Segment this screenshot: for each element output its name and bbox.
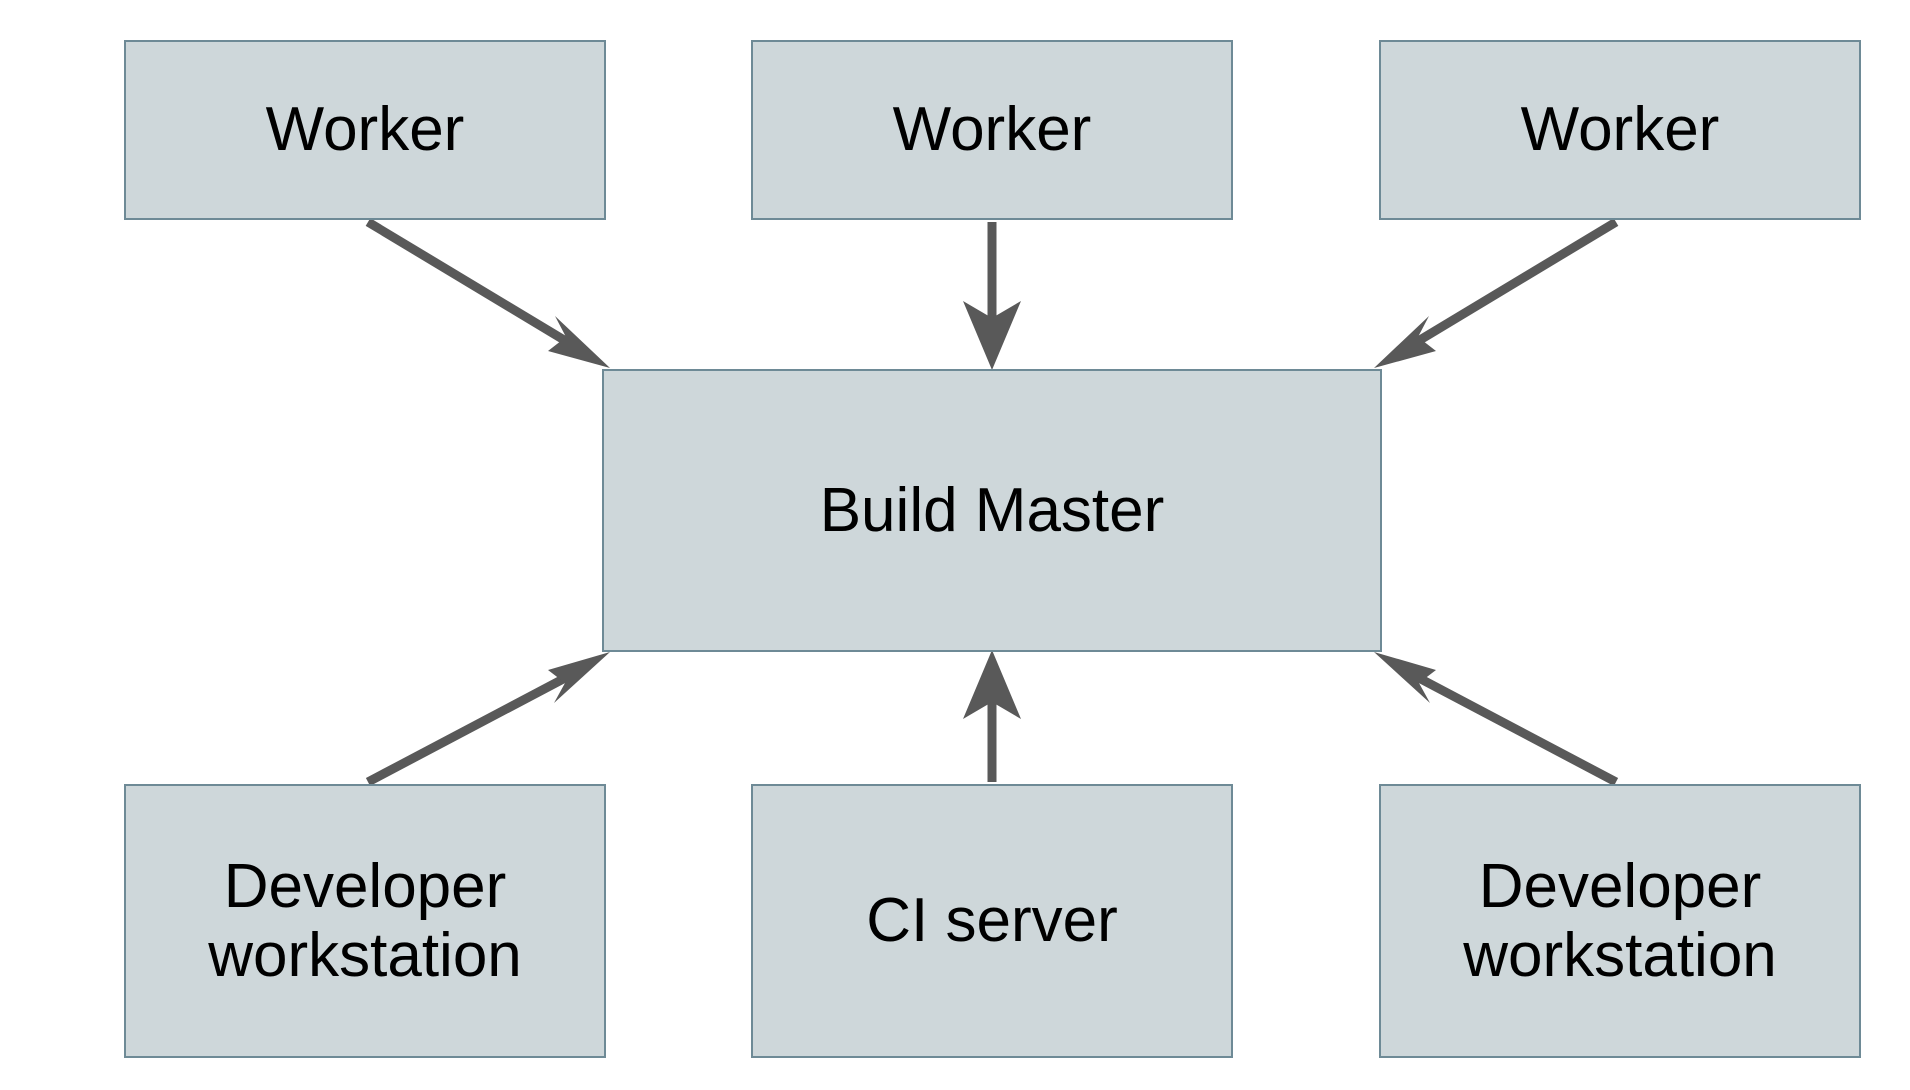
node-worker-3[interactable]: Worker xyxy=(1379,40,1861,220)
node-build-master[interactable]: Build Master xyxy=(602,369,1382,652)
node-worker-3-label: Worker xyxy=(1520,95,1720,165)
edge-dev-left-to-master xyxy=(365,652,610,786)
node-build-master-label: Build Master xyxy=(819,475,1165,545)
edge-worker-2-to-master xyxy=(963,222,1021,370)
edge-worker-3-to-master xyxy=(1374,218,1619,368)
node-worker-2-label: Worker xyxy=(892,95,1092,165)
edge-dev-right-to-master xyxy=(1374,652,1619,786)
node-worker-1-label: Worker xyxy=(265,95,465,165)
node-worker-1[interactable]: Worker xyxy=(124,40,606,220)
node-developer-workstation-left[interactable]: Developer workstation xyxy=(124,784,606,1058)
node-developer-workstation-left-label: Developer workstation xyxy=(208,851,522,990)
node-worker-2[interactable]: Worker xyxy=(751,40,1233,220)
node-ci-server[interactable]: CI server xyxy=(751,784,1233,1058)
node-developer-workstation-right-label: Developer workstation xyxy=(1463,851,1777,990)
node-developer-workstation-right[interactable]: Developer workstation xyxy=(1379,784,1861,1058)
edge-ci-server-to-master xyxy=(963,650,1021,782)
node-ci-server-label: CI server xyxy=(866,886,1118,956)
edge-worker-1-to-master xyxy=(365,218,610,368)
